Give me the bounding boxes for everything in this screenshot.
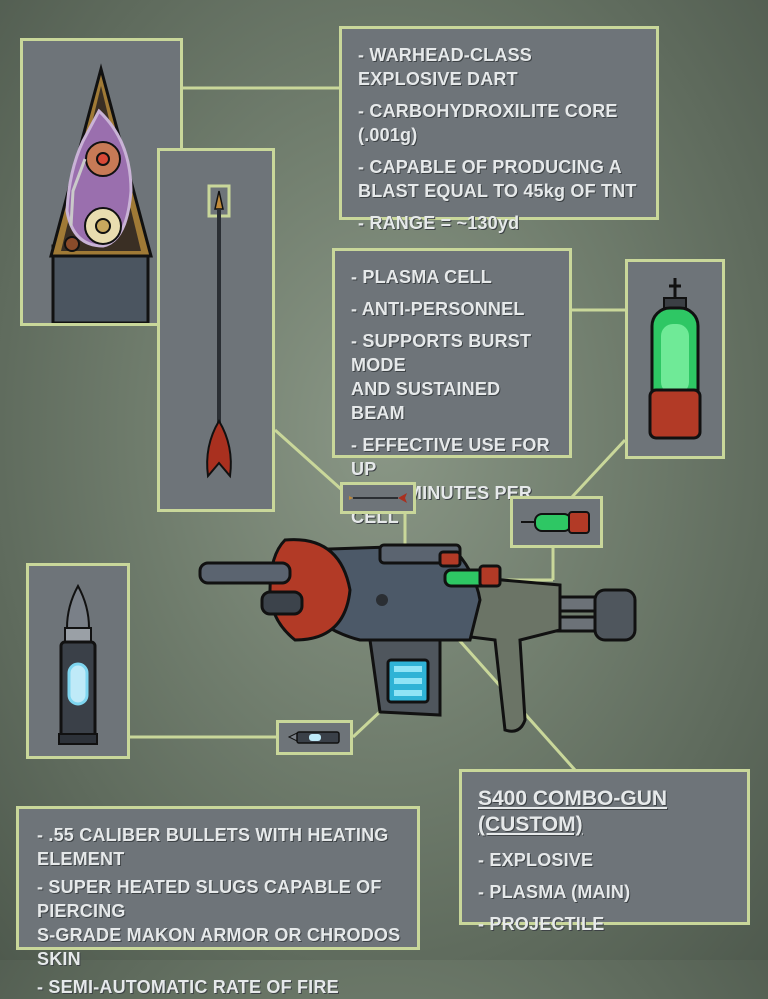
small-dart-panel xyxy=(340,482,416,514)
small-bullet-panel xyxy=(276,720,353,755)
plasma-line-4: AND SUSTAINED BEAM xyxy=(351,379,501,423)
explosive-info-panel: - WARHEAD-CLASS EXPLOSIVE DART - CARBOHY… xyxy=(339,26,659,233)
plasma-info-panel: - PLASMA CELL - ANTI-PERSONNEL - SUPPORT… xyxy=(332,248,572,527)
dart-tip-panel xyxy=(20,38,183,326)
bullet-icon xyxy=(58,583,98,745)
bullet-panel xyxy=(26,563,130,759)
projectile-line-3: S-GRADE MAKON ARMOR OR CHRODOS SKIN xyxy=(37,925,401,969)
projectile-line-2: - SUPER HEATED SLUGS CAPABLE OF PIERCING xyxy=(37,877,382,921)
small-dart-icon xyxy=(349,493,407,503)
plasma-line-3: - SUPPORTS BURST MODE xyxy=(351,331,532,375)
plasma-cell-panel xyxy=(625,259,725,459)
explosive-line-1: - WARHEAD-CLASS EXPLOSIVE DART xyxy=(358,45,532,89)
gun-title: S400 COMBO-GUN (CUSTOM) xyxy=(478,787,668,836)
plasma-line-5: - EFFECTIVE USE FOR UP xyxy=(351,435,550,479)
small-plasma-cell-panel xyxy=(510,496,603,548)
projectile-line-4: - SEMI-AUTOMATIC RATE OF FIRE xyxy=(37,977,339,997)
explosive-line-4: BLAST EQUAL TO 45kg OF TNT xyxy=(358,181,637,201)
plasma-line-2: - ANTI-PERSONNEL xyxy=(351,299,525,319)
gun-item-3: - PROJECTILE xyxy=(478,914,605,934)
dart-panel xyxy=(157,148,275,512)
small-bullet-icon xyxy=(287,731,340,744)
projectile-line-1: - .55 CALIBER BULLETS WITH HEATING ELEME… xyxy=(37,825,389,869)
projectile-info-panel: - .55 CALIBER BULLETS WITH HEATING ELEME… xyxy=(16,806,420,997)
explosive-line-2: - CARBOHYDROXILITE CORE (.001g) xyxy=(358,101,618,145)
small-plasma-cell-icon xyxy=(521,511,590,534)
gun-info-panel: S400 COMBO-GUN (CUSTOM) - EXPLOSIVE - PL… xyxy=(459,769,750,934)
explosive-line-5: - RANGE = ~130yd xyxy=(358,213,520,233)
dart-icon xyxy=(206,184,232,479)
gun-item-1: - EXPLOSIVE xyxy=(478,850,594,870)
explosive-line-3: - CAPABLE OF PRODUCING A xyxy=(358,157,622,177)
dart-tip-cutaway-icon xyxy=(49,63,153,323)
plasma-cell-icon xyxy=(648,278,702,440)
gun-item-2: - PLASMA (MAIN) xyxy=(478,882,631,902)
plasma-line-1: - PLASMA CELL xyxy=(351,267,492,287)
